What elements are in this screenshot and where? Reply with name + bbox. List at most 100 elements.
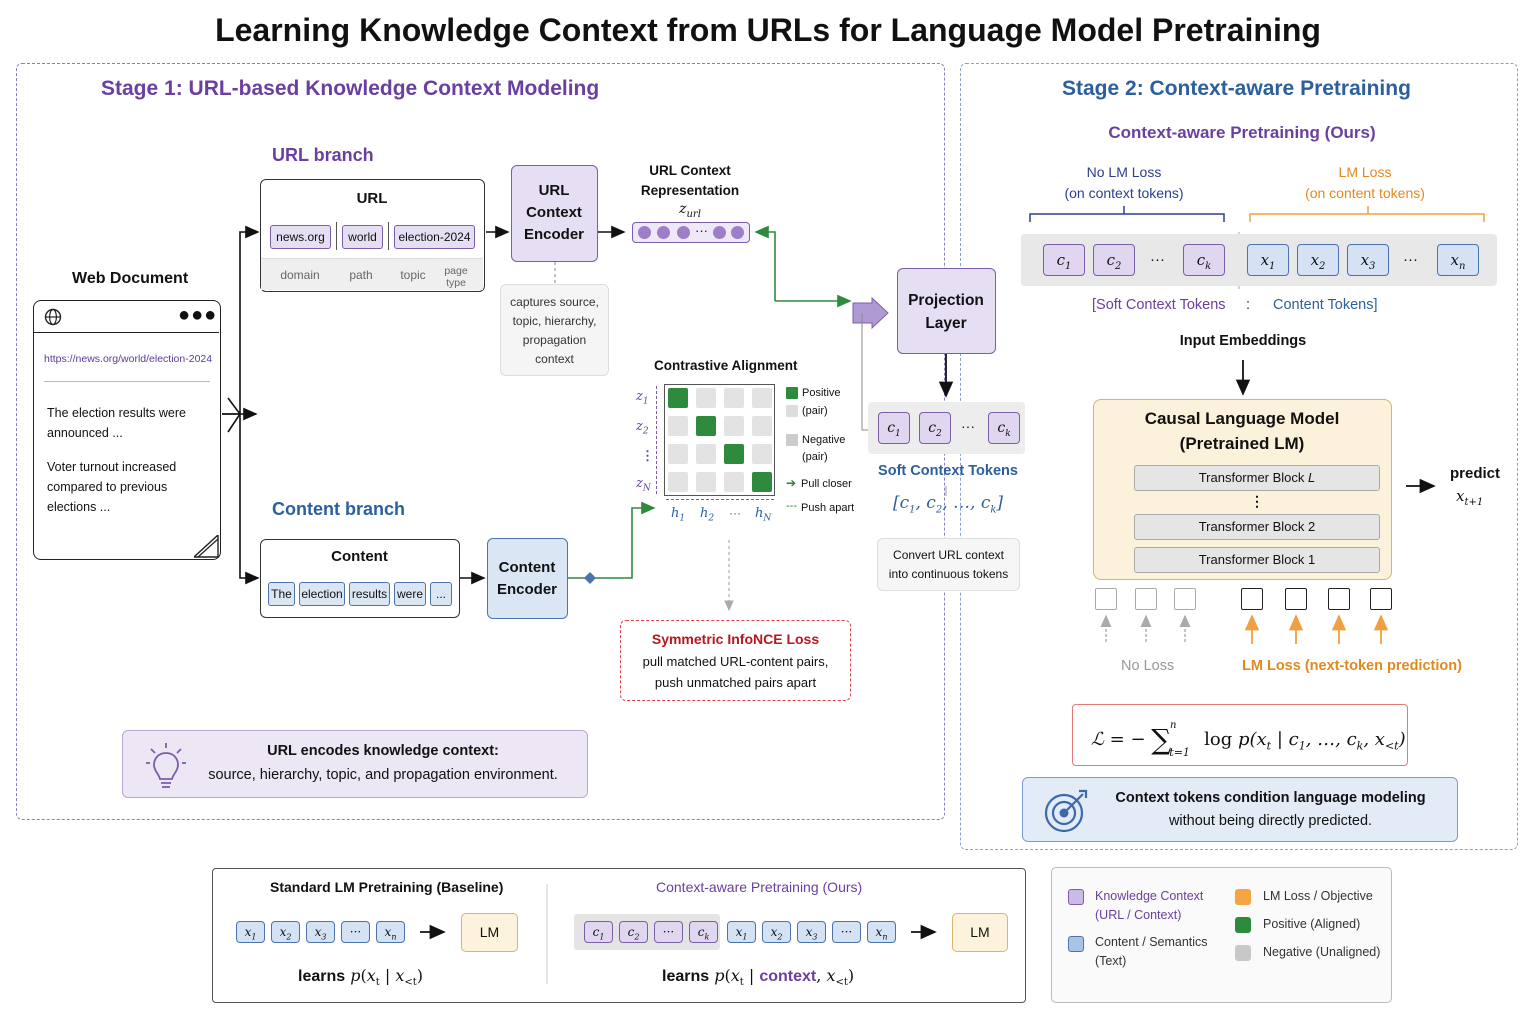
repr-dot — [638, 226, 651, 239]
comparison-token[interactable]: x3 — [306, 921, 335, 943]
matrix-cell-negative — [724, 416, 744, 436]
soft-token-ellipsis: ··· — [961, 418, 975, 434]
loss-formula: ℒ = − ∑t=1n log p(xt | c1, …, ck, x<t) — [1091, 720, 1406, 759]
stage1-title: Stage 1: URL-based Knowledge Context Mod… — [101, 77, 600, 100]
legend-knowledge: Knowledge Context — [1095, 889, 1204, 903]
legend-push: Push apart — [801, 502, 855, 514]
legend-content: Content / Semantics — [1095, 935, 1208, 949]
output-slot-content — [1328, 588, 1350, 610]
comparison-token[interactable]: xn — [867, 921, 896, 943]
content-token[interactable]: The — [268, 582, 295, 606]
comparison-token[interactable]: x2 — [271, 921, 300, 943]
ctx-token-c2[interactable]: c2 — [1093, 244, 1135, 276]
legend-knowledge-swatch — [1068, 889, 1084, 905]
comparison-token[interactable]: ··· — [341, 921, 370, 943]
clm-title2: (Pretrained LM) — [1179, 434, 1305, 453]
content-token-x3[interactable]: x3 — [1347, 244, 1389, 276]
web-document-card: ●●● https://news.org/world/election-2024… — [33, 300, 221, 560]
stage2-title: Stage 2: Context-aware Pretraining — [1062, 77, 1411, 100]
matrix-cell-positive — [724, 444, 744, 464]
stage2-subtitle: Context-aware Pretraining (Ours) — [1108, 123, 1376, 142]
comparison-token[interactable]: x2 — [762, 921, 791, 943]
content-token-x1[interactable]: x1 — [1247, 244, 1289, 276]
matrix-col-bracket — [666, 499, 774, 500]
content-token[interactable]: results — [349, 582, 390, 606]
soft-context-bracket-label: [Soft Context Tokens — [1092, 297, 1226, 313]
comparison-token[interactable]: c2 — [619, 921, 648, 943]
page-title: Learning Knowledge Context from URLs for… — [215, 12, 1321, 48]
no-loss-label: No Loss — [1121, 658, 1175, 674]
content-token-xn[interactable]: xn — [1437, 244, 1479, 276]
soft-token-c1[interactable]: c1 — [878, 412, 910, 444]
projection-layer[interactable]: Projection Layer — [897, 268, 996, 354]
legend-positive-sub: (pair) — [802, 405, 828, 417]
globe-icon — [44, 308, 62, 326]
url-repr-label: URL Context Representation — [640, 163, 740, 198]
legend-pull: Pull closer — [801, 478, 852, 490]
transformer-block-1[interactable]: Transformer Block 1 — [1134, 547, 1380, 573]
comparison-token[interactable]: x1 — [236, 921, 265, 943]
matrix-row-dots: ⋮ — [641, 448, 654, 463]
ours-title: Context-aware Pretraining (Ours) — [656, 879, 863, 895]
comparison-token[interactable]: c1 — [584, 921, 613, 943]
content-token[interactable]: ... — [430, 582, 452, 606]
ctx-token-c1[interactable]: c1 — [1043, 244, 1085, 276]
soft-token-note: Convert URL context into continuous toke… — [877, 538, 1020, 591]
transformer-block-L[interactable]: Transformer Block L — [1134, 465, 1380, 491]
no-lm-loss-line2: (on context tokens) — [1064, 185, 1184, 201]
matrix-row-zN: zN — [636, 476, 651, 494]
url-segment-path[interactable]: world — [342, 225, 383, 249]
more-dots-icon[interactable]: ●●● — [178, 304, 218, 326]
soft-token-ck[interactable]: ck — [988, 412, 1020, 444]
segment-type-domain: domain — [280, 268, 320, 282]
url-segment-topic[interactable]: election-2024 — [394, 225, 475, 249]
url-segment-domain[interactable]: news.org — [270, 225, 331, 249]
comparison-token[interactable]: xn — [376, 921, 405, 943]
lm-loss-next-token-label: LM Loss (next-token prediction) — [1242, 658, 1462, 674]
content-token-x2[interactable]: x2 — [1297, 244, 1339, 276]
baseline-lm-label: LM — [479, 924, 500, 940]
legend-negative-unaligned-swatch — [1235, 945, 1251, 961]
legend-content-sub: (Text) — [1095, 954, 1127, 968]
content-encoder[interactable]: Content Encoder — [487, 538, 568, 619]
lm-loss-line1: LM Loss — [1338, 164, 1392, 180]
ctx-token-ck[interactable]: ck — [1183, 244, 1225, 276]
legend-negative-sub: (pair) — [802, 451, 828, 463]
comparison-token[interactable]: ··· — [832, 921, 861, 943]
matrix-cell-negative — [724, 472, 744, 492]
content-box: Content — [260, 539, 460, 618]
soft-token-c2[interactable]: c2 — [919, 412, 951, 444]
content-box-title: Content — [331, 548, 388, 565]
matrix-row-bracket — [656, 386, 657, 494]
content-token[interactable]: were — [394, 582, 426, 606]
segment-type-page-type: page type — [444, 265, 468, 289]
lm-loss-line2: (on content tokens) — [1305, 185, 1425, 201]
infonce-line1: pull matched URL-content pairs, — [642, 654, 829, 669]
pull-closer-arrow-icon: ➔ — [786, 476, 797, 490]
url-context-encoder[interactable]: URL Context Encoder — [511, 165, 598, 262]
document-text-2: Voter turnout increased compared to prev… — [47, 460, 177, 514]
web-document-label: Web Document — [72, 270, 189, 287]
matrix-row-z2: z2 — [636, 419, 649, 437]
transformer-block-2[interactable]: Transformer Block 2 — [1134, 514, 1380, 540]
content-token[interactable]: election — [299, 582, 345, 606]
infonce-line2: push unmatched pairs apart — [654, 675, 817, 690]
legend-lm-loss-swatch — [1235, 889, 1251, 905]
legend-content-swatch — [1068, 936, 1084, 952]
baseline-lm-box[interactable]: LM — [461, 913, 518, 952]
repr-dot — [731, 226, 744, 239]
document-url[interactable]: https://news.org/world/election-2024 — [44, 353, 213, 365]
ours-lm-box[interactable]: LM — [952, 913, 1008, 952]
ours-lm-label: LM — [970, 924, 990, 940]
legend-knowledge-sub: (URL / Context) — [1095, 908, 1182, 922]
comparison-token[interactable]: x1 — [727, 921, 756, 943]
comparison-token[interactable]: ··· — [654, 921, 683, 943]
url-divider — [44, 381, 210, 382]
matrix-cell-negative — [668, 416, 688, 436]
comparison-token[interactable]: x3 — [797, 921, 826, 943]
matrix-col-dots: ··· — [729, 506, 741, 520]
comparison-token[interactable]: ck — [689, 921, 718, 943]
page-fold-icon — [194, 535, 219, 558]
legend-positive-swatch — [786, 387, 798, 399]
matrix-col-hN: hN — [755, 506, 772, 524]
